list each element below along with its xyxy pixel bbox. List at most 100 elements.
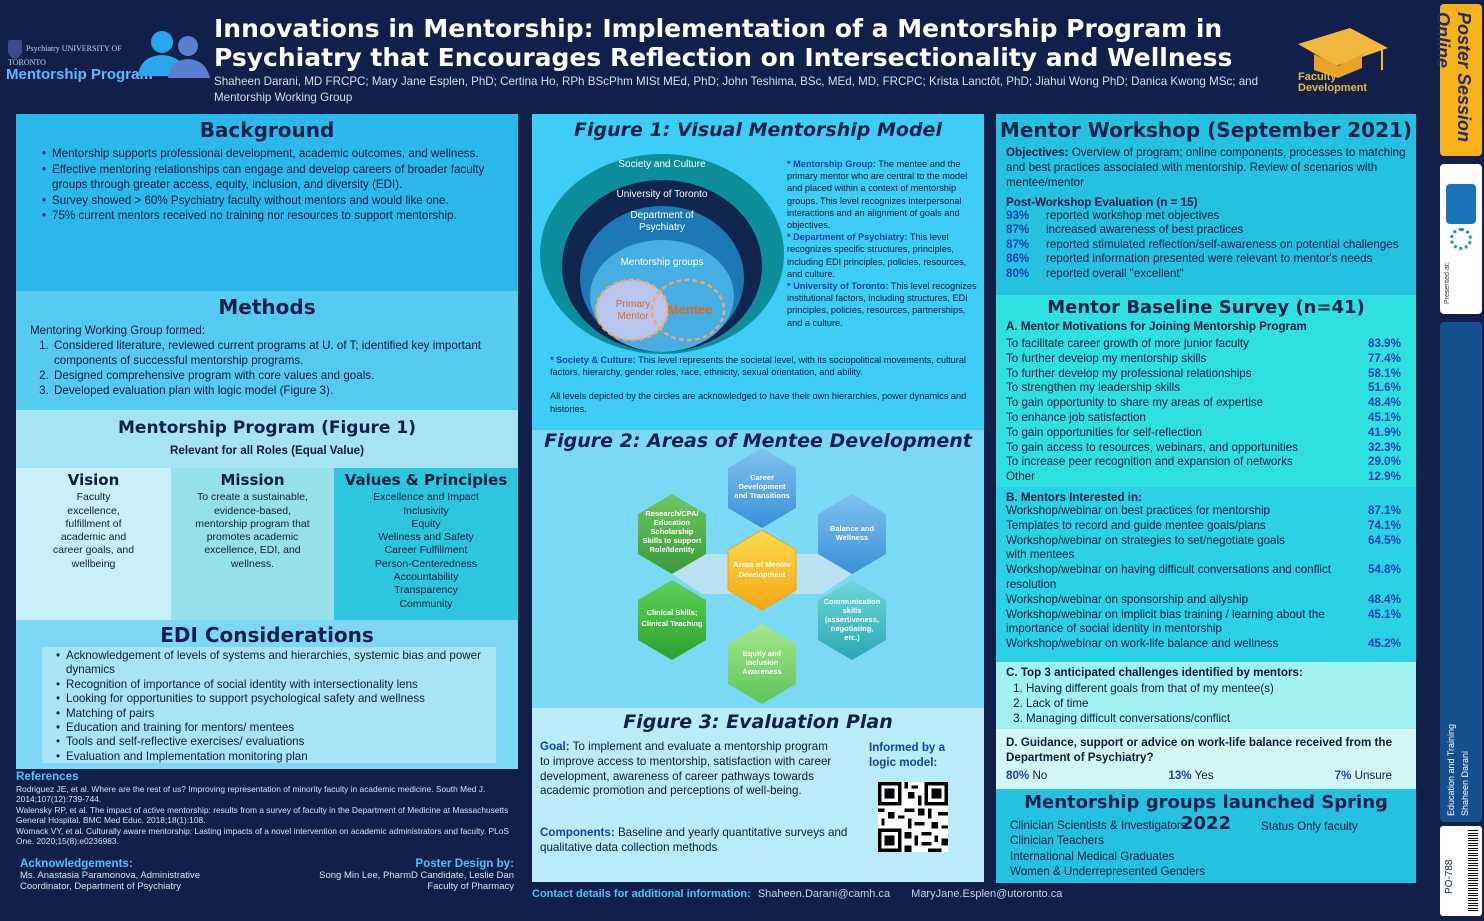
survey-section-c: C. Top 3 anticipated challenges identifi… <box>996 662 1416 729</box>
row-value: 45.1% <box>1368 607 1401 621</box>
row-text: To enhance job satisfaction <box>1006 410 1146 424</box>
mentorship-model-diagram: Society and Culture University of Toront… <box>540 154 784 354</box>
hex-label: Awareness <box>742 667 781 676</box>
ack-title: Acknowledgements: <box>20 857 133 870</box>
groups-list: Clinician Scientists & Investigators Cli… <box>1010 818 1205 880</box>
ring-label: Psychiatry <box>639 222 685 233</box>
program-section: Mentorship Program (Figure 1) Relevant f… <box>16 410 518 468</box>
hex-label: Communication <box>824 597 881 606</box>
answer-yes: 13% Yes <box>1168 769 1213 782</box>
hex-balance <box>818 494 886 574</box>
hex-label: and Transitions <box>734 491 789 500</box>
vision-title: Vision <box>67 471 120 489</box>
stat-text: increased awareness of best practices <box>1046 223 1244 237</box>
hex-label: skills <box>843 606 862 615</box>
legend-text: The mentee and the primary mentor who ar… <box>787 159 968 231</box>
row-value: 64.5% <box>1368 533 1401 547</box>
groups-title: Mentorship groups launched Spring 2022 <box>1024 792 1388 834</box>
design-title: Poster Design by: <box>415 857 514 870</box>
globe-icon <box>1450 228 1472 250</box>
logic-model-label: Informed by a logic model: <box>869 741 946 769</box>
qr-code-icon[interactable] <box>872 782 954 852</box>
value-item: Wellness and Safety <box>378 531 474 544</box>
components-body: Baseline and yearly quantitative surveys… <box>540 826 848 854</box>
legend-text: This level recognizes specific structure… <box>787 232 967 279</box>
row-value: 45.1% <box>1368 410 1401 424</box>
interest-row: Workshop/webinar on strategies to set/ne… <box>996 534 1416 564</box>
motivation-row: To gain opportunity to share my areas of… <box>996 396 1416 411</box>
faculty-development-logo: Faculty Development <box>1298 71 1368 94</box>
poster-code-panel: PO-788 <box>1440 826 1482 916</box>
goal-label: Goal: <box>540 740 570 753</box>
row-value: 48.4% <box>1368 592 1401 606</box>
row-value: 58.1% <box>1368 366 1401 380</box>
answer-percent: 13% <box>1168 769 1192 782</box>
figure3-section: Figure 3: Evaluation Plan Goal: To imple… <box>532 708 984 882</box>
contact-email-darani[interactable]: Shaheen.Darani@camh.ca <box>757 888 891 900</box>
methods-title: Methods <box>218 295 316 319</box>
hex-label: Clinical Skills; <box>647 608 698 617</box>
people-icon <box>138 31 210 78</box>
hex-label: etc.) <box>844 633 860 642</box>
groups-section: Mentorship groups launched Spring 2022 C… <box>996 789 1416 883</box>
methods-item: Developed evaluation plan with logic mod… <box>52 383 502 398</box>
group-item: International Medical Graduates <box>1010 849 1175 863</box>
edi-item: Looking for opportunities to support psy… <box>54 692 488 707</box>
reference-item: Walensky RP, et al. The impact of active… <box>16 804 509 826</box>
row-text: To strengthen my leadership skills <box>1006 381 1180 395</box>
methods-item: Considered literature, reviewed current … <box>52 338 502 368</box>
uoft-logo-text: Psychiatry UNIVERSITY OF TORONTO <box>8 43 122 67</box>
row-text: Workshop/webinar on strategies to set/ne… <box>1006 533 1285 562</box>
figure2-title: Figure 2: Areas of Mentee Development <box>544 430 972 452</box>
contact-email-esplen[interactable]: MaryJane.Esplen@utoronto.ca <box>911 888 1063 900</box>
hex-label: Role/Identity <box>649 545 695 554</box>
poster-title: Innovations in Mentorship: Implementatio… <box>214 14 1233 72</box>
row-text: To gain opportunities for self-reflectio… <box>1006 425 1202 439</box>
edi-item: Tools and self-reflective exercises/ eva… <box>54 735 488 750</box>
topic-text: Education and Training <box>1446 723 1456 816</box>
survey-section-b: B. Mentors Interested in: Workshop/webin… <box>996 487 1416 662</box>
survey-section-a: Mentor Baseline Survey (n=41) A. Mentor … <box>996 295 1416 487</box>
hex-equity <box>728 624 796 704</box>
answer-unsure: 7% Unsure <box>1335 769 1392 782</box>
workshop-title: Mentor Workshop (September 2021) <box>999 118 1413 142</box>
group-item: Clinician Scientists & Investigators <box>1010 819 1187 832</box>
legend-text: This level recognizes institutional fact… <box>787 281 977 328</box>
row-text: Workshop/webinar on implicit bias traini… <box>1006 607 1325 636</box>
poster-session-badge: Poster Session Online <box>1433 4 1482 156</box>
references-section: References Rodriguez JE, et al. Where ar… <box>16 771 518 847</box>
hex-label: (assertiveness, <box>825 615 879 624</box>
row-text: Other <box>1006 470 1035 484</box>
conference-logo-icon <box>1446 184 1476 224</box>
hex-center <box>727 529 797 611</box>
answer-label: Yes <box>1194 769 1214 782</box>
stat-percent: 80% <box>1006 266 1030 280</box>
interest-row: Workshop/webinar on best practices for m… <box>996 504 1416 519</box>
edi-title: EDI Considerations <box>160 623 374 647</box>
legend-label: * Society & Culture: <box>550 355 636 365</box>
figure1-footnote: All levels depicted by the circles are a… <box>550 391 967 414</box>
answer-percent: 7% <box>1334 769 1352 782</box>
uoft-logo: Psychiatry UNIVERSITY OF TORONTO <box>8 40 148 67</box>
mentorship-program-logo: Mentorship Program <box>6 66 153 83</box>
ring-label: University of Toronto <box>617 189 708 200</box>
figure2-section: Figure 2: Areas of Mentee Development Ar… <box>532 430 984 708</box>
answer-no: 80% No <box>1006 769 1047 782</box>
motivation-row: To gain access to resources, webinars, a… <box>996 441 1416 456</box>
mentee-development-diagram: Areas of Mentee Development Career Devel… <box>638 448 886 704</box>
edi-item: Education and training for mentors/ ment… <box>54 721 488 736</box>
row-text: Workshop/webinar on having difficult con… <box>1006 563 1332 591</box>
row-text: To increase peer recognition and expansi… <box>1006 455 1293 469</box>
ring-label: Primary <box>616 299 650 310</box>
survey-d-title: D. Guidance, support or advice on work-l… <box>1006 736 1392 764</box>
hex-label: Skills to support <box>643 536 702 545</box>
answer-label: Unsure <box>1354 769 1392 782</box>
legend-label: * Department of Psychiatry: <box>787 232 908 243</box>
value-item: Person-Centeredness <box>374 557 478 570</box>
hex-label: Scholarship <box>651 527 694 536</box>
hex-label: Areas of Mentee <box>733 560 791 569</box>
row-text: Workshop/webinar on work-life balance an… <box>1006 637 1279 651</box>
stat-percent: 87% <box>1006 237 1030 251</box>
presenter-text: Shaheen Darani <box>1460 750 1470 816</box>
